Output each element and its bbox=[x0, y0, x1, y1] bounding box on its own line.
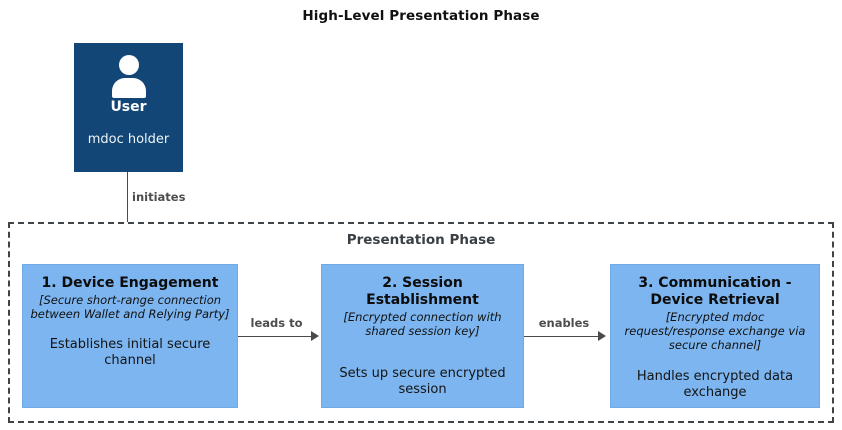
step-description: Establishes initial secure channel bbox=[49, 336, 211, 369]
step-title: 1. Device Engagement bbox=[41, 275, 219, 291]
presentation-phase-title: Presentation Phase bbox=[346, 232, 496, 248]
step-box-device-engagement[interactable]: 1. Device Engagement [Secure short-range… bbox=[22, 264, 238, 408]
connector-enables-label: enables bbox=[538, 316, 590, 330]
connector-initiates-label: initiates bbox=[132, 190, 186, 204]
actor-node-user[interactable]: User mdoc holder bbox=[74, 43, 183, 172]
user-person-icon-head bbox=[118, 55, 139, 75]
connector-leads-to-label: leads to bbox=[250, 316, 303, 330]
user-person-icon-body bbox=[111, 78, 146, 98]
step-detail: [Secure short-range connection between W… bbox=[30, 292, 230, 321]
user-person-icon bbox=[108, 54, 150, 98]
actor-role-label: mdoc holder bbox=[87, 132, 170, 147]
diagram-title: High-Level Presentation Phase bbox=[302, 8, 540, 24]
connector-leads-to-line bbox=[238, 336, 315, 337]
step-detail: [Encrypted connection with shared sessio… bbox=[343, 309, 502, 338]
step-title: 2. Session Establishment bbox=[366, 275, 479, 308]
connector-leads-to-arrowhead-icon bbox=[311, 331, 319, 341]
presentation-phase-container bbox=[8, 222, 834, 423]
step-description: Handles encrypted data exchange bbox=[636, 368, 794, 400]
step-description: Sets up secure encrypted session bbox=[339, 365, 506, 397]
connector-enables-line bbox=[524, 336, 604, 337]
step-box-communication-device-retrieval[interactable]: 3. Communication - Device Retrieval [Enc… bbox=[610, 264, 820, 408]
step-title: 3. Communication - Device Retrieval bbox=[638, 275, 792, 308]
actor-name-label: User bbox=[110, 99, 147, 115]
step-detail: [Encrypted mdoc request/response exchang… bbox=[624, 309, 806, 352]
step-box-session-establishment[interactable]: 2. Session Establishment [Encrypted conn… bbox=[321, 264, 524, 408]
connector-initiates-line bbox=[127, 172, 128, 222]
connector-enables-arrowhead-icon bbox=[598, 331, 606, 341]
